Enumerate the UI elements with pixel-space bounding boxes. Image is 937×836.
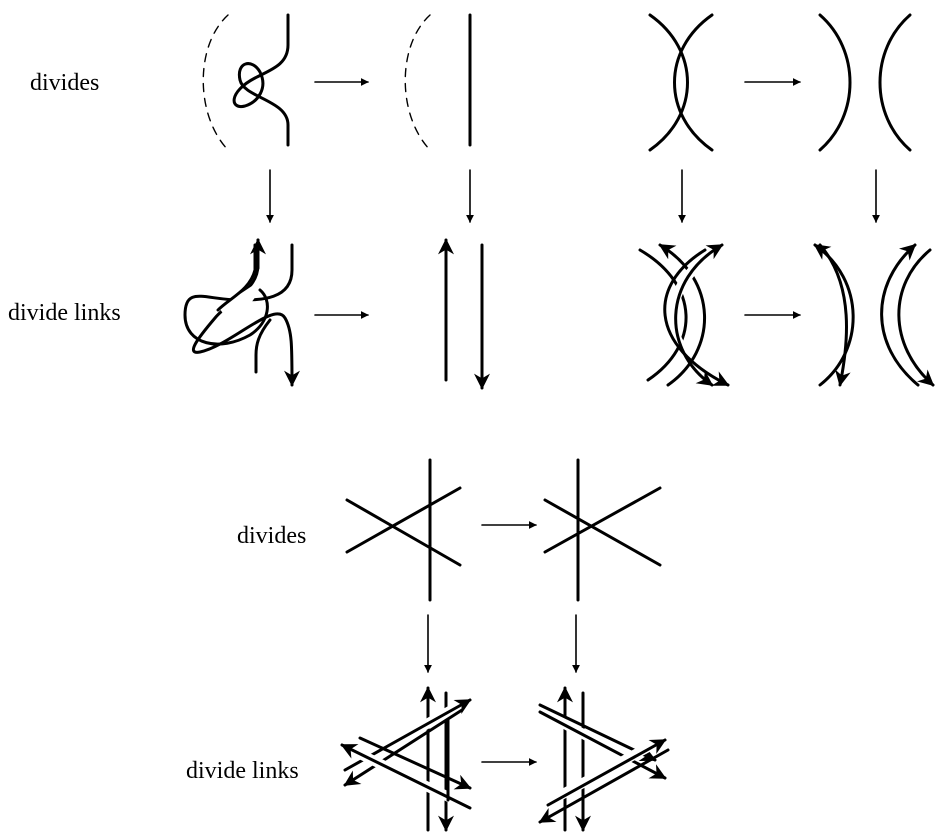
divide-link-kink xyxy=(183,238,300,387)
divide-triple-right xyxy=(543,458,662,602)
row-label-divide-links-top: divide links xyxy=(8,300,121,326)
divide-link-parallel xyxy=(438,238,490,390)
row-label-divides-bottom: divides xyxy=(237,523,307,549)
row-label-divide-links-bottom: divide links xyxy=(186,758,299,784)
divide-triple-left xyxy=(345,458,462,602)
divide-link-separated-arcs xyxy=(813,243,935,387)
divide-crossing-arcs xyxy=(648,13,714,152)
row-label-divides-top: divides xyxy=(30,70,100,96)
divide-kink xyxy=(202,13,290,151)
divide-link-triple-right xyxy=(538,686,670,832)
divide-link-crossing-arcs xyxy=(638,243,730,387)
divide-straight xyxy=(404,13,472,151)
divide-separated-arcs xyxy=(818,13,912,152)
divide-link-triple-left xyxy=(340,686,472,832)
